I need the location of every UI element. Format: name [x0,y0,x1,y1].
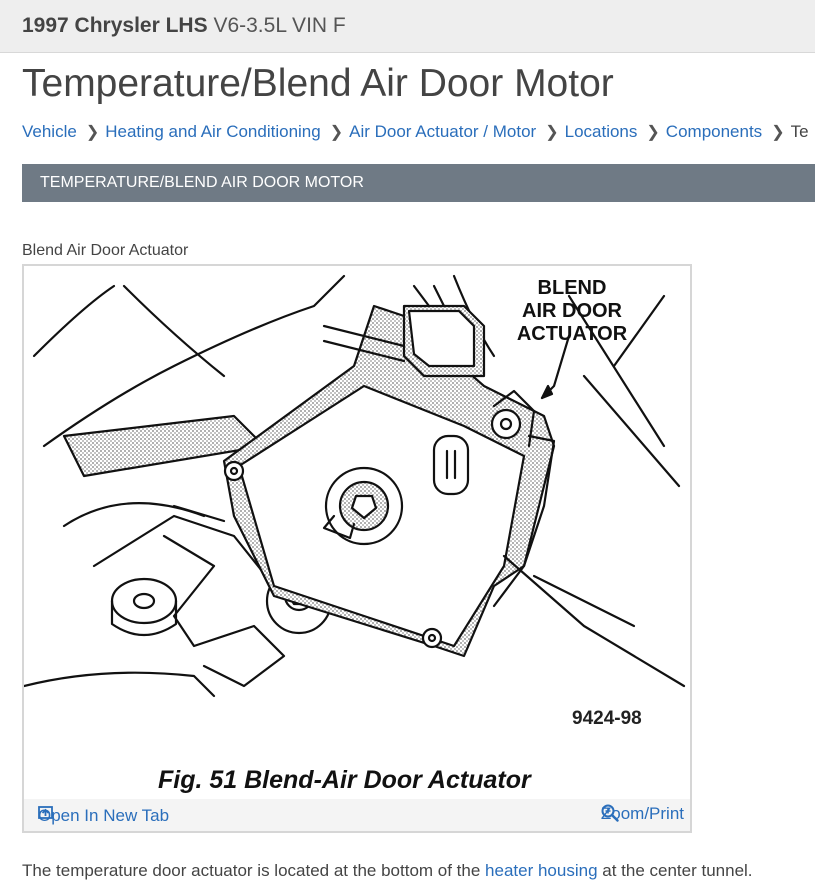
open-new-tab-button[interactable]: Open In New Tab [38,806,169,826]
vehicle-name: 1997 Chrysler LHS [22,14,208,37]
figure-container: BLEND AIR DOOR ACTUATOR 9424-98 Fig. 51 … [22,264,692,833]
breadcrumb-components[interactable]: Components [665,122,763,141]
section-heading: TEMPERATURE/BLEND AIR DOOR MOTOR [40,174,364,191]
blend-actuator-diagram[interactable]: BLEND AIR DOOR ACTUATOR [24,266,690,801]
heater-housing-link[interactable]: heater housing [485,861,598,880]
vehicle-title: 1997 Chrysler LHS V6-3.5L VIN F [22,14,346,38]
breadcrumb-air-door-actuator[interactable]: Air Door Actuator / Motor [349,122,537,141]
description-text-after: at the center tunnel. [597,861,753,880]
section-heading-bar: TEMPERATURE/BLEND AIR DOOR MOTOR [22,164,815,202]
figure-code: 9424-98 [572,708,642,729]
figure-caption: Blend Air Door Actuator [22,242,189,259]
open-new-tab-icon [38,806,53,819]
zoom-print-label: Zoom/Print [600,804,684,823]
breadcrumb-locations[interactable]: Locations [564,122,638,141]
open-new-tab-label: Open In New Tab [38,806,170,825]
chevron-right-icon: ❯ [545,124,559,141]
vehicle-header: 1997 Chrysler LHS V6-3.5L VIN F [0,0,815,53]
vehicle-engine: V6-3.5L VIN F [213,14,346,37]
callout-line-2: AIR DOOR [522,300,623,322]
description-text-before: The temperature door actuator is located… [22,861,486,880]
chevron-right-icon: ❯ [646,124,660,141]
callout-line-1: BLEND [538,277,607,299]
figure-label: Fig. 51 Blend-Air Door Actuator [158,766,531,794]
figure-footer: Open In New Tab Zoom/Print [24,799,690,831]
breadcrumb: Vehicle ❯ Heating and Air Conditioning ❯ Air… [22,122,815,146]
chevron-right-icon: ❯ [329,124,344,141]
zoom-in-icon [601,804,619,822]
chevron-right-icon: ❯ [85,124,100,141]
description-paragraph: The temperature door actuator is located… [22,861,753,881]
zoom-print-button[interactable]: Zoom/Print [601,804,684,824]
callout-line-3: ACTUATOR [517,323,628,345]
breadcrumb-heating-ac[interactable]: Heating and Air Conditioning [105,122,321,141]
page-title: Temperature/Blend Air Door Motor [22,62,614,105]
chevron-right-icon: ❯ [771,124,785,141]
breadcrumb-vehicle[interactable]: Vehicle [22,122,77,141]
breadcrumb-current: Te [790,122,809,141]
